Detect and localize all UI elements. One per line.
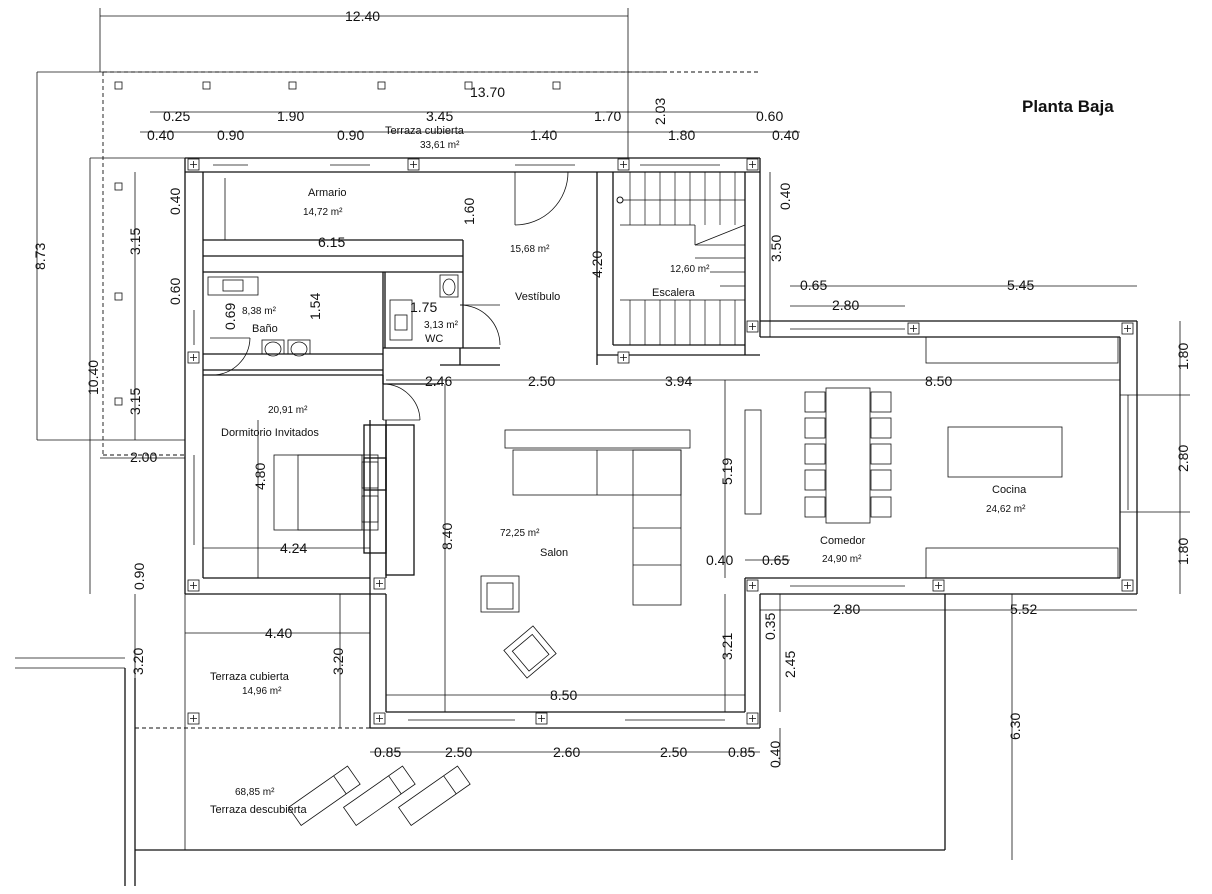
dim-label: 2.80 [1175, 445, 1191, 472]
room-area-cocina: 24,62 m² [986, 504, 1026, 515]
dim-label: 8.40 [439, 523, 455, 550]
column-markers [187, 158, 1134, 725]
dim-label: 2.45 [782, 651, 798, 678]
dim-label: 0.90 [131, 563, 147, 590]
room-area-salon: 72,25 m² [500, 528, 540, 539]
dimension-lines [36, 8, 1190, 860]
dim-label: 2.50 [445, 744, 472, 760]
dim-label: 0.69 [222, 303, 238, 330]
room-area-terraza-n: 33,61 m² [420, 140, 460, 151]
stairs [616, 172, 746, 345]
dim-label: 1.40 [530, 127, 557, 143]
dim-label: 5.45 [1007, 277, 1034, 293]
room-name-armario: Armario [308, 187, 347, 199]
dim-label: 1.80 [1175, 343, 1191, 370]
plan-title: Planta Baja [1022, 97, 1114, 116]
room-area-armario: 14,72 m² [303, 207, 343, 218]
room-area-vestibulo: 15,68 m² [510, 244, 550, 255]
south-terrace [15, 594, 946, 886]
dim-label: 1.75 [410, 299, 437, 315]
dim-label: 1.70 [594, 108, 621, 124]
dim-label: 13.70 [470, 84, 505, 100]
dim-label: 2.46 [425, 373, 452, 389]
room-area-comedor: 24,90 m² [822, 554, 862, 565]
dim-label: 0.90 [217, 127, 244, 143]
room-area-bano: 8,38 m² [242, 306, 277, 317]
dim-label: 0.35 [762, 613, 778, 640]
room-area-terraza-descubierta: 68,85 m² [235, 787, 275, 798]
dim-label: 8.73 [32, 243, 48, 270]
room-name-comedor: Comedor [820, 535, 866, 547]
room-name-dormitorio: Dormitorio Invitados [221, 427, 319, 439]
dim-label: 0.40 [167, 188, 183, 215]
dim-label: 4.40 [265, 625, 292, 641]
room-name-terraza-s: Terraza cubierta [210, 671, 290, 683]
dim-label: 3.21 [719, 633, 735, 660]
dim-label: 3.94 [665, 373, 692, 389]
dim-label: 2.00 [130, 449, 157, 465]
dim-label: 3.15 [127, 388, 143, 415]
dim-label: 0.40 [706, 552, 733, 568]
dim-label: 3.20 [330, 648, 346, 675]
dim-label: 0.65 [762, 552, 789, 568]
dim-label: 0.90 [337, 127, 364, 143]
room-name-terraza-descubierta: Terraza descubierta [210, 804, 307, 816]
dim-label: 1.90 [277, 108, 304, 124]
dim-label: 1.80 [668, 127, 695, 143]
dim-label: 0.25 [163, 108, 190, 124]
room-labels: Armario 14,72 m² Vestíbulo 15,68 m² Esca… [210, 125, 1027, 816]
dim-label: 2.80 [833, 601, 860, 617]
room-name-terraza-n: Terraza cubierta [385, 125, 465, 137]
dim-label: 0.40 [777, 183, 793, 210]
dim-label: 0.60 [756, 108, 783, 124]
room-name-salon: Salon [540, 547, 568, 559]
room-name-bano: Baño [252, 323, 278, 335]
dim-label: 2.80 [832, 297, 859, 313]
room-area-dormitorio: 20,91 m² [268, 405, 308, 416]
dim-label: 6.15 [318, 234, 345, 250]
dim-label: 2.50 [528, 373, 555, 389]
dim-label: 1.54 [307, 293, 323, 320]
dim-label: 0.40 [772, 127, 799, 143]
dim-label: 3.45 [426, 108, 453, 124]
windows [193, 164, 1129, 721]
dim-label: 0.40 [147, 127, 174, 143]
room-name-wc: WC [425, 333, 443, 345]
dim-label: 10.40 [85, 360, 101, 395]
dim-label: 3.15 [127, 228, 143, 255]
dim-label: 0.60 [167, 278, 183, 305]
room-name-escalera: Escalera [652, 287, 696, 299]
dim-label: 3.50 [768, 235, 784, 262]
doors [210, 171, 569, 421]
dim-label: 5.19 [719, 458, 735, 485]
dim-label: 4.80 [252, 463, 268, 490]
dim-label: 3.20 [130, 648, 146, 675]
dim-label: 0.65 [800, 277, 827, 293]
dim-label: 6.30 [1007, 713, 1023, 740]
dimension-labels: 12.40 13.70 0.25 0.40 0.90 1.90 0.90 3.4… [32, 8, 1191, 768]
dim-label: 4.24 [280, 540, 307, 556]
dim-label: 5.52 [1010, 601, 1037, 617]
dim-label: 1.60 [461, 198, 477, 225]
dim-label: 8.50 [925, 373, 952, 389]
dim-label: 2.50 [660, 744, 687, 760]
room-area-escalera: 12,60 m² [670, 264, 710, 275]
room-name-vestibulo: Vestíbulo [515, 291, 560, 303]
dim-label: 2.60 [553, 744, 580, 760]
room-area-wc: 3,13 m² [424, 320, 459, 331]
dim-label: 2.03 [652, 98, 668, 125]
dim-label: 0.85 [728, 744, 755, 760]
room-name-cocina: Cocina [992, 484, 1027, 496]
dim-label: 0.85 [374, 744, 401, 760]
dim-label: 0.40 [767, 741, 783, 768]
dim-label: 1.80 [1175, 538, 1191, 565]
dim-label: 4.20 [589, 251, 605, 278]
room-area-terraza-s: 14,96 m² [242, 686, 282, 697]
dim-label: 12.40 [345, 8, 380, 24]
furniture [207, 178, 1119, 826]
dim-label: 8.50 [550, 687, 577, 703]
